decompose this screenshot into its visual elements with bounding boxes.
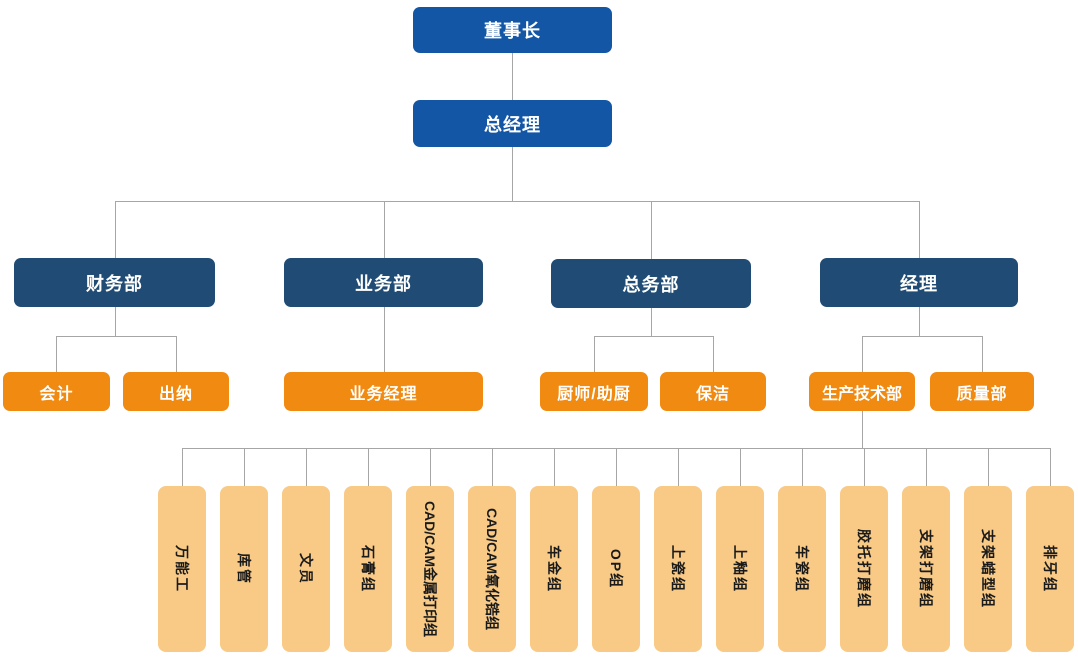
connector-line <box>512 53 513 100</box>
connector-line <box>862 336 863 372</box>
node-accountant: 会计 <box>3 372 110 411</box>
connector-line <box>115 201 920 202</box>
connector-line <box>512 147 513 201</box>
team-node: 石膏组 <box>344 486 392 652</box>
connector-line <box>982 336 983 372</box>
connector-line <box>176 336 177 372</box>
team-node: 排牙组 <box>1026 486 1074 652</box>
team-node: 上瓷组 <box>654 486 702 652</box>
team-label: 车金组 <box>546 545 562 593</box>
team-node: CAD/CAM氧化锆组 <box>468 486 516 652</box>
connector-line <box>384 201 385 258</box>
team-label: 支架打磨组 <box>918 529 934 609</box>
team-label: 车瓷组 <box>794 545 810 593</box>
connector-line <box>1050 448 1051 486</box>
connector-line <box>56 336 177 337</box>
node-chairman: 董事长 <box>413 7 612 53</box>
connector-line <box>926 448 927 486</box>
team-node: 车瓷组 <box>778 486 826 652</box>
team-label: 胶托打磨组 <box>856 529 872 609</box>
connector-line <box>594 336 595 372</box>
connector-line <box>713 336 714 372</box>
connector-line <box>306 448 307 486</box>
connector-line <box>115 201 116 258</box>
team-node: CAD/CAM金属打印组 <box>406 486 454 652</box>
team-label: 文员 <box>298 553 314 585</box>
connector-line <box>368 448 369 486</box>
node-cashier: 出纳 <box>123 372 229 411</box>
node-business-manager: 业务经理 <box>284 372 483 411</box>
connector-line <box>678 448 679 486</box>
connector-line <box>651 201 652 259</box>
team-node: 万能工 <box>158 486 206 652</box>
node-quality-dept: 质量部 <box>930 372 1034 411</box>
team-label: CAD/CAM金属打印组 <box>422 500 439 638</box>
node-dept-manager: 经理 <box>820 258 1018 307</box>
connector-line <box>616 448 617 486</box>
node-chef: 厨师/助厨 <box>540 372 648 411</box>
connector-line <box>430 448 431 486</box>
team-label: CAD/CAM氧化锆组 <box>484 507 501 631</box>
team-node: 支架蜡型组 <box>964 486 1012 652</box>
team-node: OP组 <box>592 486 640 652</box>
connector-line <box>651 308 652 336</box>
connector-line <box>594 336 714 337</box>
team-label: 库管 <box>236 553 252 585</box>
connector-line <box>988 448 989 486</box>
team-label: 上瓷组 <box>670 545 686 593</box>
connector-line <box>244 448 245 486</box>
team-node: 库管 <box>220 486 268 652</box>
node-dept-general-affairs: 总务部 <box>551 259 751 308</box>
team-label: 上釉组 <box>732 545 748 593</box>
connector-line <box>802 448 803 486</box>
node-general-manager: 总经理 <box>413 100 612 147</box>
team-label: 排牙组 <box>1042 545 1058 593</box>
connector-line <box>862 336 983 337</box>
node-dept-business: 业务部 <box>284 258 483 307</box>
team-node: 文员 <box>282 486 330 652</box>
connector-line <box>56 336 57 372</box>
node-production-tech-dept: 生产技术部 <box>809 372 915 411</box>
connector-line <box>864 448 865 486</box>
team-node: 胶托打磨组 <box>840 486 888 652</box>
connector-line <box>862 411 863 448</box>
connector-line <box>740 448 741 486</box>
team-node: 车金组 <box>530 486 578 652</box>
connector-line <box>115 307 116 336</box>
connector-line <box>492 448 493 486</box>
connector-line <box>182 448 183 486</box>
connector-line <box>384 307 385 372</box>
team-node: 支架打磨组 <box>902 486 950 652</box>
connector-line <box>554 448 555 486</box>
team-node: 上釉组 <box>716 486 764 652</box>
node-cleaning: 保洁 <box>660 372 766 411</box>
team-label: 万能工 <box>174 545 190 593</box>
team-label: OP组 <box>607 548 624 590</box>
connector-line <box>919 307 920 336</box>
team-label: 石膏组 <box>360 545 376 593</box>
node-dept-finance: 财务部 <box>14 258 215 307</box>
team-label: 支架蜡型组 <box>980 529 996 609</box>
connector-line <box>919 201 920 258</box>
